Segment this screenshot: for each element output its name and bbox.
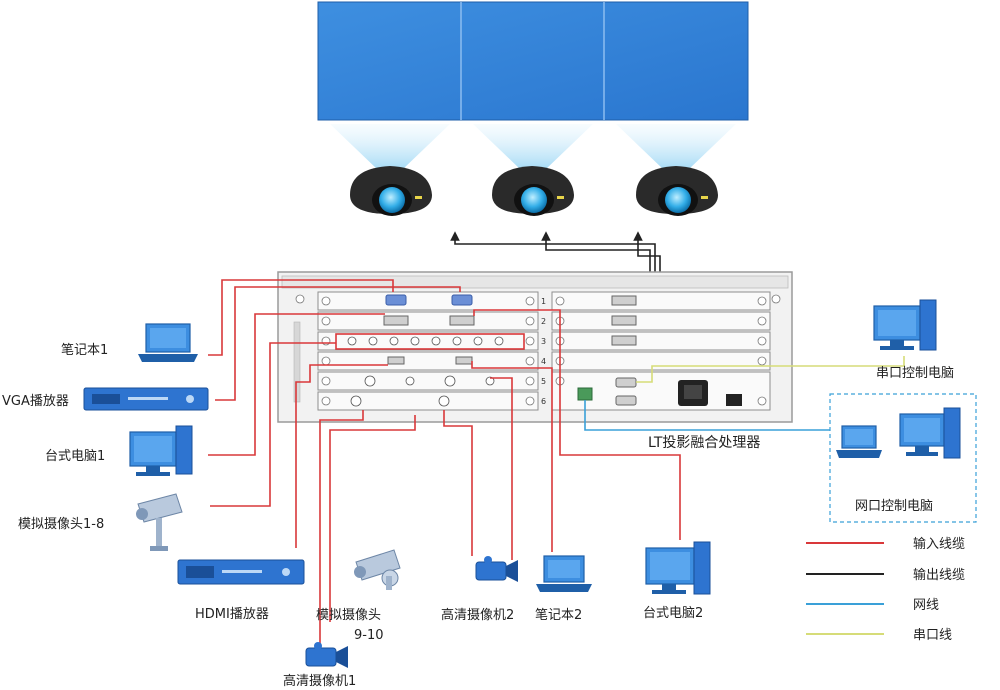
slot-number: 4 [541,357,546,366]
legend-label-network: 网线 [913,598,939,613]
analog-camera-9-10-range: 9-10 [354,628,384,643]
projector-2-icon [492,166,574,216]
hd-camera-2-label: 高清摄像机2 [441,607,514,623]
vga-player-icon [83,387,209,411]
hd-camera-1-label: 高清摄像机1 [283,673,356,689]
desktop-2-icon [645,541,711,595]
serial-cable [636,356,905,383]
network-desktop-icon [899,407,961,459]
slot-number: 1 [541,297,546,306]
slot-number: 5 [541,377,546,386]
projector-1-icon [350,166,432,216]
legend-label-input: 输入线缆 [913,536,965,552]
projection-beams [330,124,736,170]
desktop-1-label: 台式电脑1 [45,449,105,464]
vga-player-label: VGA播放器 [2,394,69,409]
legend-label-serial: 串口线 [913,628,952,643]
laptop-2-label: 笔记本2 [535,607,582,623]
video-wall [317,1,749,121]
hdmi-player-label: HDMI播放器 [195,607,269,622]
legend: 输入线缆 输出线缆 网线 串口线 [806,536,965,643]
slot-number: 6 [541,397,546,406]
hd-camera-2-icon [475,556,518,582]
hdmi-player-icon [177,559,305,585]
legend-label-output: 输出线缆 [913,567,965,583]
analog-camera-9-10-label: 模拟摄像头 [316,608,381,623]
network-control-group: 网口控制电脑 [829,393,977,523]
slot-numbers: 1 2 3 4 5 6 [541,297,546,406]
laptop-1-icon [138,323,198,362]
slot-number: 2 [541,317,546,326]
serial-control-pc-label: 串口控制电脑 [876,366,954,381]
projector-3-icon [636,166,718,216]
analog-camera-1-8-label: 模拟摄像头1-8 [18,517,104,532]
desktop-2-label: 台式电脑2 [643,606,703,621]
input-cables [208,279,681,650]
desktop-1-icon [129,425,193,476]
analog-camera-1-8-icon [136,493,183,551]
processor-chassis [277,271,793,423]
processor-label: LT投影融合处理器 [648,435,760,451]
analog-camera-9-10-icon [354,549,401,590]
network-control-pc-label: 网口控制电脑 [855,499,933,514]
hd-camera-1-icon [305,642,348,668]
laptop-2-icon [536,555,592,592]
laptop-1-label: 笔记本1 [61,342,108,358]
slot-number: 3 [541,337,546,346]
network-cable [584,400,830,431]
network-laptop-icon [836,425,882,458]
serial-control-pc-icon [873,299,937,351]
